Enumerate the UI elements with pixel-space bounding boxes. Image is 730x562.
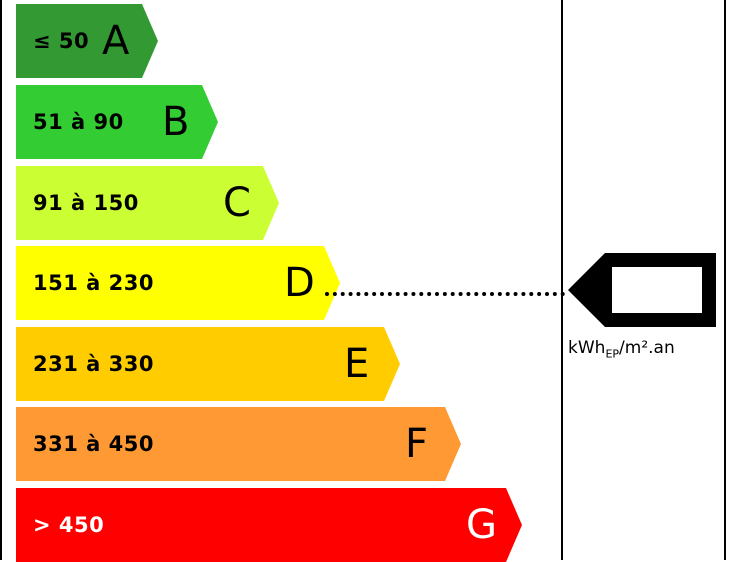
divider-line (561, 0, 563, 560)
energy-bar-letter: C (223, 180, 251, 226)
energy-bar-e: 231 à 330 E (16, 327, 400, 401)
unit-prefix: kWh (568, 338, 606, 358)
energy-bar-fill (16, 85, 218, 159)
energy-bar-fill (16, 488, 522, 562)
indicator-arrow-shape (568, 253, 716, 327)
energy-bar-range: 231 à 330 (33, 352, 154, 376)
energy-bar-shape (16, 246, 340, 320)
energy-bar-b: 51 à 90 B (16, 85, 218, 159)
energy-bar-shape (16, 85, 218, 159)
unit-label: kWhEP/m².an (568, 338, 728, 360)
energy-bar-letter: G (466, 502, 497, 548)
energy-bar-letter: D (284, 260, 315, 306)
unit-subscript: EP (605, 347, 620, 361)
energy-bar-range: > 450 (33, 513, 105, 537)
energy-bar-g: > 450 G (16, 488, 522, 562)
energy-bar-range: 51 à 90 (33, 110, 124, 134)
energy-bar-shape (16, 327, 400, 401)
energy-bar-fill (16, 246, 340, 320)
energy-bar-shape (16, 166, 279, 240)
energy-bar-range: 331 à 450 (33, 432, 154, 456)
energy-bar-shape (16, 407, 461, 481)
current-value-indicator (568, 253, 716, 331)
energy-bar-fill (16, 407, 461, 481)
left-border (0, 0, 2, 560)
energy-bar-f: 331 à 450 F (16, 407, 461, 481)
energy-bar-a: ≤ 50 A (16, 4, 158, 78)
energy-bar-fill (16, 166, 279, 240)
energy-bar-fill (16, 4, 158, 78)
energy-bar-shape (16, 4, 158, 78)
energy-bar-d: 151 à 230 D (16, 246, 340, 320)
energy-bar-range: ≤ 50 (33, 29, 90, 53)
energy-bar-letter: A (102, 18, 130, 64)
indicator-leader-line (325, 292, 565, 296)
energy-bar-range: 91 à 150 (33, 191, 139, 215)
right-border (724, 0, 726, 560)
energy-bar-letter: E (344, 341, 370, 387)
energy-bar-fill (16, 327, 400, 401)
energy-bar-shape (16, 488, 522, 562)
energy-bar-range: 151 à 230 (33, 271, 154, 295)
unit-suffix: /m².an (619, 338, 675, 358)
energy-bar-letter: B (162, 99, 190, 145)
energy-bar-c: 91 à 150 C (16, 166, 279, 240)
energy-bar-letter: F (405, 421, 429, 467)
